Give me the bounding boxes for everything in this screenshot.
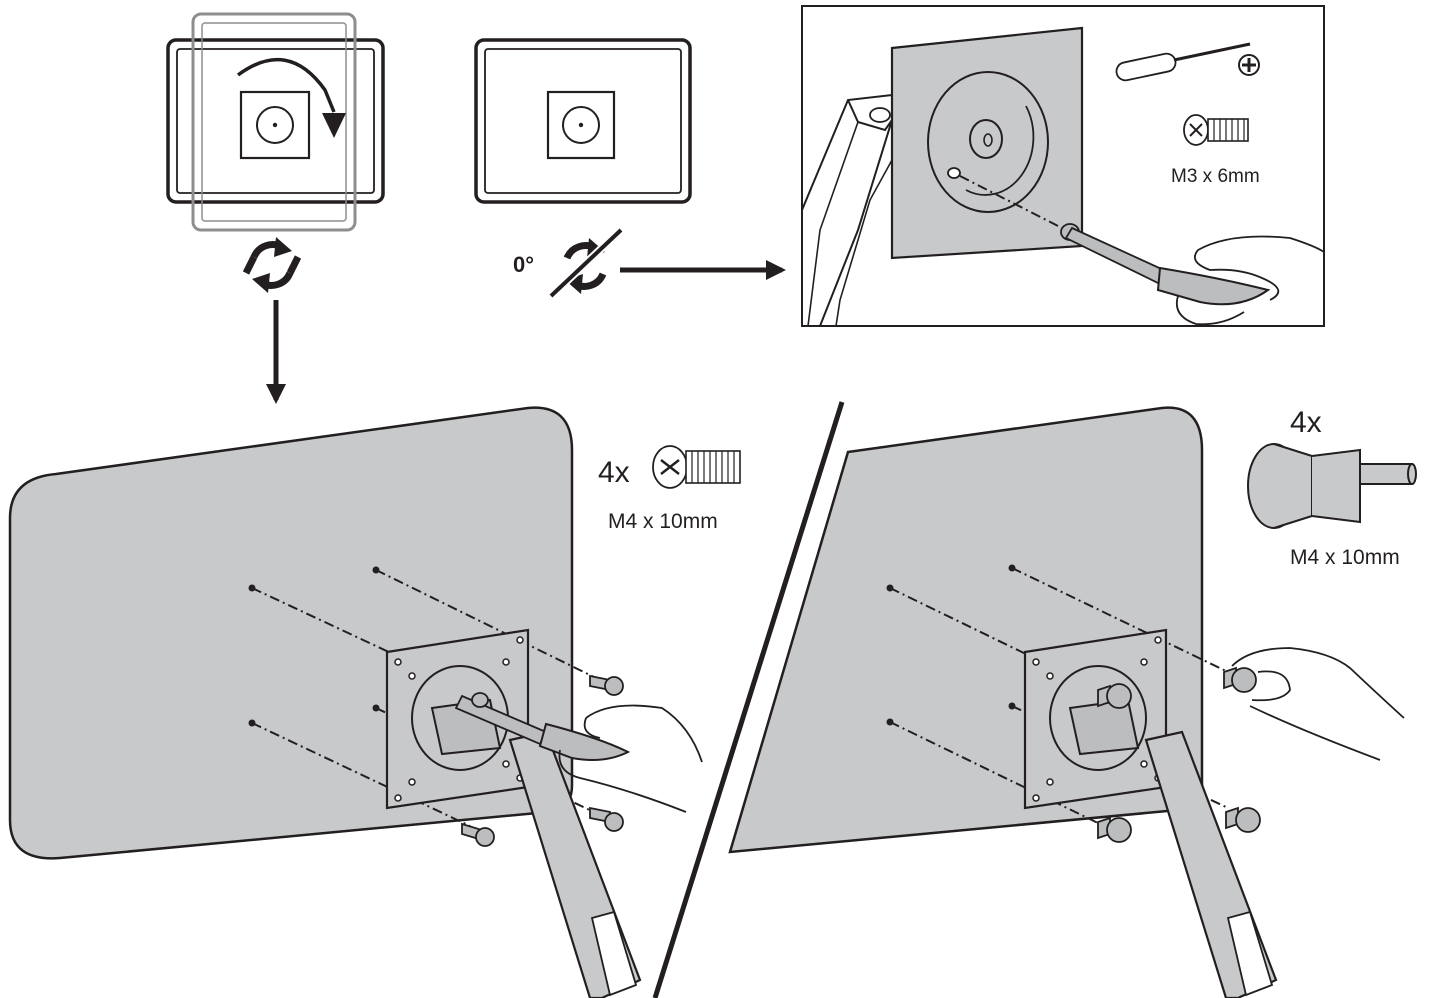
- phillips-screwdriver-icon: [1115, 42, 1260, 82]
- rotatable-plate-figure: [166, 12, 385, 232]
- hand-icon: [1175, 235, 1325, 326]
- rotation-allowed-icon: [242, 237, 302, 293]
- monitor-attach-spacers-figure: 4x M4 x 10mm: [728, 406, 1417, 998]
- ghost-rotated-outline: [191, 12, 357, 232]
- detail-box: M3 x 6mm: [801, 5, 1325, 327]
- monitor-attach-screws-figure: 4x M4 x 10mm: [8, 406, 741, 998]
- m4-screw-icon: [652, 445, 741, 489]
- option-divider: [652, 401, 845, 998]
- rotate-arrow-icon: [236, 58, 336, 113]
- m3-screw-icon: [1183, 114, 1249, 146]
- spacer-spec: M4 x 10mm: [1290, 546, 1400, 569]
- monitor-screw-quantity: 4x: [598, 456, 630, 489]
- monitor-screw-spec: M4 x 10mm: [608, 510, 718, 533]
- hand-icon: [1231, 647, 1405, 761]
- spacer-quantity: 4x: [1290, 406, 1322, 439]
- fixed-plate-figure: [474, 38, 692, 204]
- hand-icon: [558, 704, 703, 813]
- spacer-screw-icon: [1247, 443, 1417, 529]
- rotation-locked-icon: [548, 227, 624, 299]
- m3-screw-spec: M3 x 6mm: [1171, 166, 1260, 187]
- rotation-angle-label: 0°: [513, 252, 534, 277]
